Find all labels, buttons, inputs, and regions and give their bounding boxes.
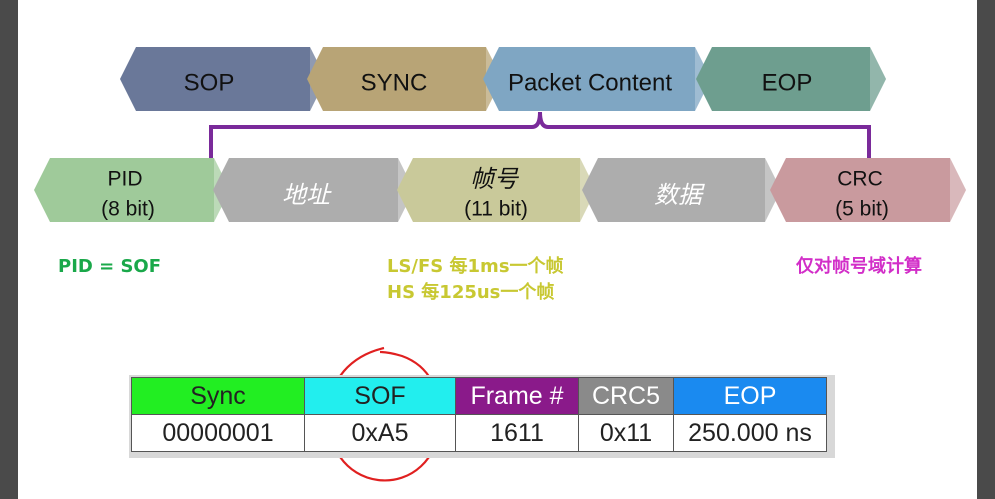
packet-sync-label: SYNC <box>361 69 428 96</box>
sof-header-frame: Frame # <box>455 377 579 415</box>
packet-eop-shape <box>696 47 886 111</box>
field-pid-size: (8 bit) <box>101 198 155 221</box>
packet-content-shape <box>483 47 711 111</box>
sof-value-sof: 0xA5 <box>304 414 456 452</box>
note-frame-hs: HS 每125us一个帧 <box>387 282 555 303</box>
field-frame-number-size: (11 bit) <box>464 198 528 221</box>
field-data: 数据 <box>582 158 781 222</box>
note-crc-scope: 仅对帧号域计算 <box>796 256 922 277</box>
field-address: 地址 <box>213 158 414 222</box>
field-pid-shape <box>34 158 230 222</box>
field-address-shape <box>213 158 414 222</box>
sof-table: Sync SOF Frame # CRC5 EOP 00000001 0xA5 … <box>131 377 827 452</box>
sof-header-crc5: CRC5 <box>578 377 674 415</box>
field-frame-number: 帧号 (11 bit) <box>397 158 596 222</box>
field-data-label: 数据 <box>654 181 705 209</box>
field-pid-label: PID <box>107 168 142 191</box>
sof-table-value-row: 00000001 0xA5 1611 0x11 250.000 ns <box>131 414 827 452</box>
packet-eop-label: EOP <box>762 69 813 96</box>
packet-content: Packet Content <box>483 47 711 111</box>
field-frame-number-label: 帧号 <box>470 165 520 193</box>
field-address-label: 地址 <box>282 181 332 209</box>
sof-value-sync: 00000001 <box>131 414 305 452</box>
sof-value-frame: 1611 <box>455 414 579 452</box>
packet-content-label: Packet Content <box>508 69 672 96</box>
packet-sync: SYNC <box>307 47 502 111</box>
field-data-shape <box>582 158 781 222</box>
note-pid-sof: PID = SOF <box>58 256 162 277</box>
sof-header-sof: SOF <box>304 377 456 415</box>
field-crc-bevel <box>950 158 966 222</box>
note-frame-ls-fs: LS/FS 每1ms一个帧 <box>387 256 564 277</box>
sof-table-header-row: Sync SOF Frame # CRC5 EOP <box>131 377 827 415</box>
field-crc-size: (5 bit) <box>835 198 889 221</box>
packet-sync-shape <box>307 47 502 111</box>
expansion-bracket <box>209 111 871 158</box>
field-crc: CRC (5 bit) <box>770 158 966 222</box>
field-pid: PID (8 bit) <box>34 158 230 222</box>
sof-header-sync: Sync <box>131 377 305 415</box>
field-crc-label: CRC <box>837 168 883 191</box>
packet-sop: SOP <box>120 47 326 111</box>
packet-eop: EOP <box>696 47 886 111</box>
field-row: PID (8 bit) 地址 帧号 (11 bit) 数据 CRC (5 bit… <box>34 158 966 222</box>
sof-header-eop: EOP <box>673 377 827 415</box>
packet-sop-label: SOP <box>184 69 235 96</box>
packet-row: SOP SYNC Packet Content EOP <box>120 47 886 111</box>
sof-value-crc5: 0x11 <box>578 414 674 452</box>
field-crc-shape <box>770 158 966 222</box>
packet-eop-bevel <box>870 47 886 111</box>
field-frame-number-shape <box>397 158 596 222</box>
sof-value-eop: 250.000 ns <box>673 414 827 452</box>
packet-sop-shape <box>120 47 326 111</box>
